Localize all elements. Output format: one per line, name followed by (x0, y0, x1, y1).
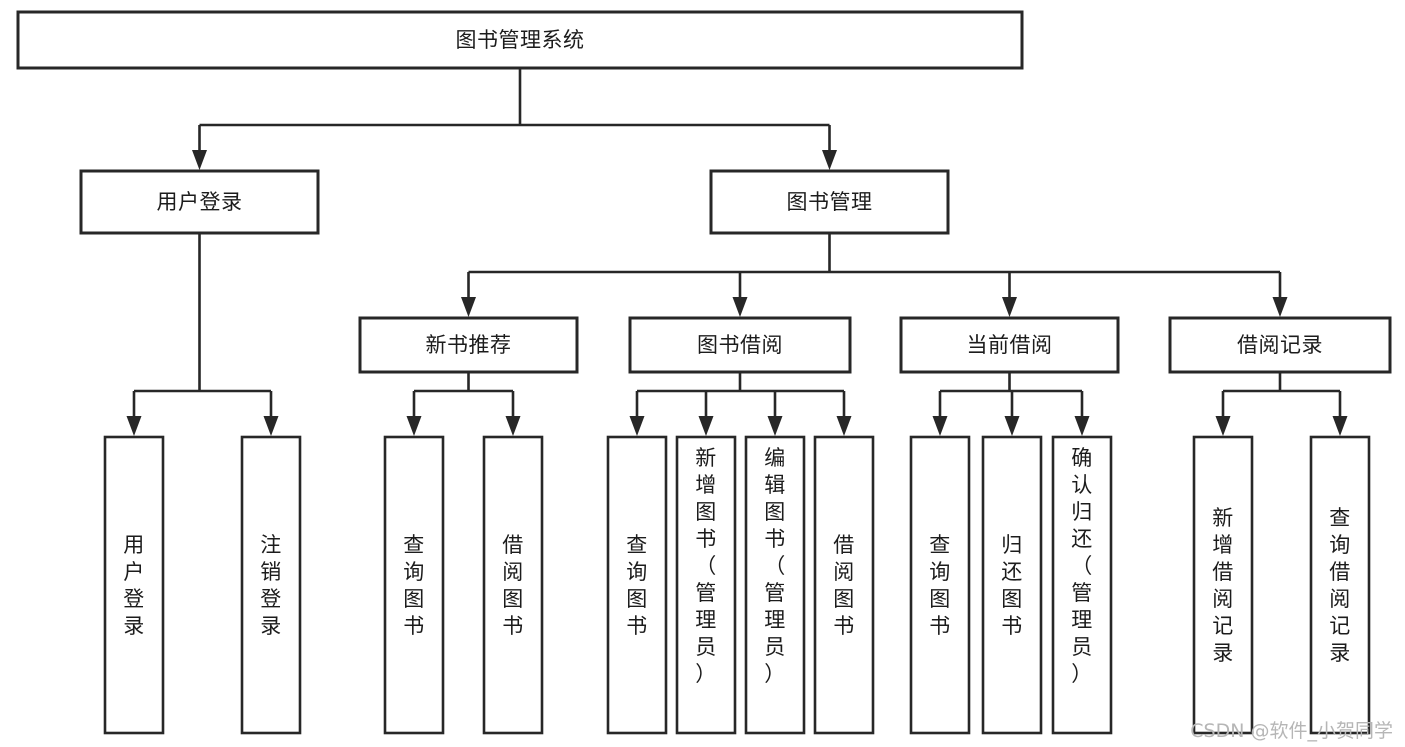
edge-book-management-to-book-borrow-arrowhead (732, 297, 748, 317)
edge-book-borrow-to-bb-edit-book-arrowhead (767, 416, 783, 436)
nodes-layer: 图书管理系统用户登录用户登录注销登录图书管理新书推荐查询图书借阅图书图书借阅查询… (16, 10, 1392, 735)
node-nbr-borrow-book[interactable]: 借阅图书 (482, 435, 544, 735)
node-box-user-login-logout[interactable] (240, 435, 302, 735)
node-br-query-record[interactable]: 查询借阅记录 (1309, 435, 1371, 735)
node-label-new-book-recommend: 新书推荐 (426, 333, 512, 357)
node-box-nbr-query-book[interactable] (383, 435, 445, 735)
node-label-br-add-record: 新增借阅记录 (1212, 506, 1234, 665)
edge-book-borrow-to-bb-add-book-arrowhead (698, 416, 714, 436)
edge-root-to-user-login-arrowhead (192, 150, 207, 170)
edge-current-borrow-to-cb-confirm-return-arrowhead (1074, 416, 1090, 436)
node-box-bb-query-book[interactable] (606, 435, 668, 735)
edge-new-book-recommend-to-nbr-query-book-arrowhead (406, 416, 422, 436)
node-box-book-management[interactable] (709, 169, 950, 235)
node-cb-confirm-return[interactable]: 确认归还（管理员） (1051, 435, 1113, 735)
edge-user-login-to-user-login-login-arrowhead (126, 416, 142, 436)
edge-user-login-to-user-login-logout-arrowhead (263, 416, 279, 436)
node-book-borrow[interactable]: 图书借阅 (628, 316, 852, 374)
node-current-borrow[interactable]: 当前借阅 (899, 316, 1120, 374)
node-box-br-add-record[interactable] (1192, 435, 1254, 735)
edge-root-to-book-management-arrowhead (822, 150, 837, 170)
node-label-cb-confirm-return: 确认归还（管理员） (1071, 446, 1093, 686)
edge-book-management-to-current-borrow-arrowhead (1002, 297, 1017, 317)
edge-book-borrow-to-bb-borrow-book-arrowhead (836, 416, 852, 436)
node-label-br-query-record: 查询借阅记录 (1329, 506, 1351, 665)
edge-book-management-to-new-book-recommend-arrowhead (461, 297, 476, 317)
node-label-user-login-logout: 注销登录 (260, 533, 282, 638)
node-box-bb-add-book[interactable] (675, 435, 737, 735)
node-user-login-logout[interactable]: 注销登录 (240, 435, 302, 735)
node-box-cb-query-book[interactable] (909, 435, 971, 735)
node-box-borrow-records[interactable] (1168, 316, 1392, 374)
node-label-borrow-records: 借阅记录 (1237, 333, 1323, 357)
node-label-nbr-query-book: 查询图书 (403, 533, 425, 638)
node-box-user-login-login[interactable] (103, 435, 165, 735)
node-label-bb-borrow-book: 借阅图书 (833, 533, 855, 638)
node-box-bb-borrow-book[interactable] (813, 435, 875, 735)
node-box-user-login[interactable] (79, 169, 320, 235)
edge-book-management-to-borrow-records-arrowhead (1272, 297, 1288, 317)
node-label-cb-query-book: 查询图书 (929, 533, 951, 638)
node-bb-query-book[interactable]: 查询图书 (606, 435, 668, 735)
node-root[interactable]: 图书管理系统 (16, 10, 1024, 70)
node-box-br-query-record[interactable] (1309, 435, 1371, 735)
node-box-bb-edit-book[interactable] (744, 435, 806, 735)
node-box-new-book-recommend[interactable] (358, 316, 579, 374)
edge-current-borrow-to-cb-query-book-arrowhead (932, 416, 948, 436)
node-label-bb-edit-book: 编辑图书（管理员） (764, 446, 786, 686)
node-cb-return-book[interactable]: 归还图书 (981, 435, 1043, 735)
node-label-nbr-borrow-book: 借阅图书 (502, 533, 524, 638)
node-label-current-borrow: 当前借阅 (967, 333, 1053, 357)
connectors-layer (126, 68, 1348, 436)
edge-book-borrow-to-bb-query-book-arrowhead (629, 416, 645, 436)
node-box-book-borrow[interactable] (628, 316, 852, 374)
edge-current-borrow-to-cb-return-book-arrowhead (1004, 416, 1020, 436)
node-new-book-recommend[interactable]: 新书推荐 (358, 316, 579, 374)
node-bb-edit-book[interactable]: 编辑图书（管理员） (744, 435, 806, 735)
node-box-root[interactable] (16, 10, 1024, 70)
edge-borrow-records-to-br-add-record-arrowhead (1215, 416, 1231, 436)
node-label-bb-query-book: 查询图书 (626, 533, 648, 638)
node-box-current-borrow[interactable] (899, 316, 1120, 374)
edge-new-book-recommend-to-nbr-borrow-book-arrowhead (505, 416, 521, 436)
edge-borrow-records-to-br-query-record-arrowhead (1332, 416, 1348, 436)
node-nbr-query-book[interactable]: 查询图书 (383, 435, 445, 735)
node-label-root: 图书管理系统 (456, 28, 585, 52)
node-bb-borrow-book[interactable]: 借阅图书 (813, 435, 875, 735)
node-label-book-borrow: 图书借阅 (697, 333, 783, 357)
node-book-management[interactable]: 图书管理 (709, 169, 950, 235)
node-label-book-management: 图书管理 (787, 190, 873, 214)
node-box-nbr-borrow-book[interactable] (482, 435, 544, 735)
node-box-cb-return-book[interactable] (981, 435, 1043, 735)
node-label-bb-add-book: 新增图书（管理员） (695, 446, 717, 686)
node-box-cb-confirm-return[interactable] (1051, 435, 1113, 735)
node-user-login[interactable]: 用户登录 (79, 169, 320, 235)
node-label-user-login: 用户登录 (157, 190, 243, 214)
node-label-user-login-login: 用户登录 (123, 533, 145, 638)
node-cb-query-book[interactable]: 查询图书 (909, 435, 971, 735)
csdn-watermark: CSDN @软件_小贺同学 (1190, 720, 1393, 742)
node-user-login-login[interactable]: 用户登录 (103, 435, 165, 735)
node-br-add-record[interactable]: 新增借阅记录 (1192, 435, 1254, 735)
node-borrow-records[interactable]: 借阅记录 (1168, 316, 1392, 374)
node-label-cb-return-book: 归还图书 (1001, 533, 1023, 638)
node-bb-add-book[interactable]: 新增图书（管理员） (675, 435, 737, 735)
